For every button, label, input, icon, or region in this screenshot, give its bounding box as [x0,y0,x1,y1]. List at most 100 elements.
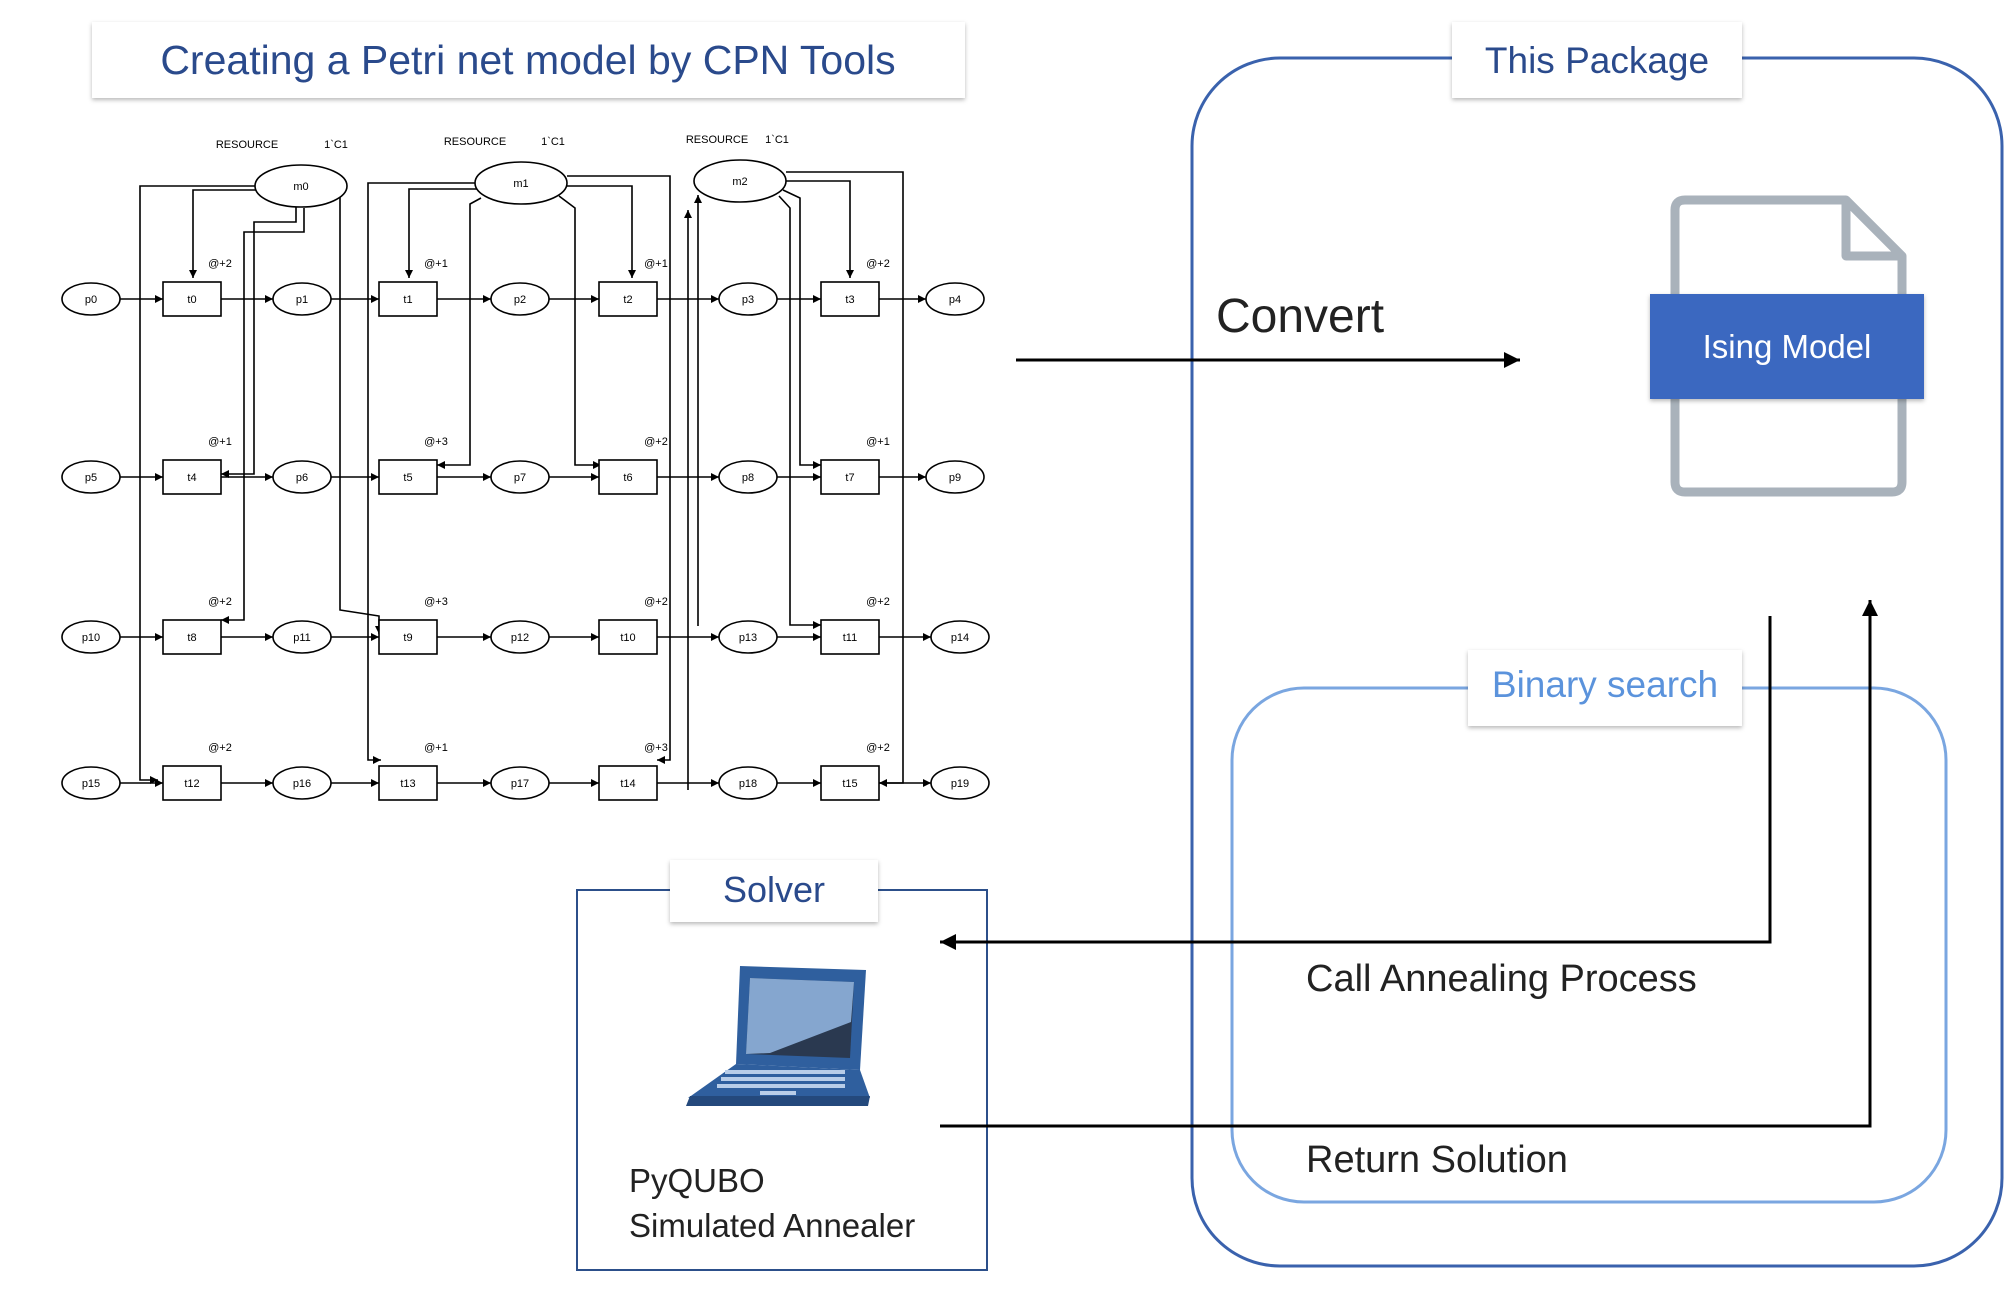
delay-label: @+2 [866,258,890,270]
place-p15 [61,766,121,800]
transition-label: t8 [187,632,196,644]
delay-label: @+3 [424,436,448,448]
resource-arc [786,171,904,787]
place-p3 [718,282,778,316]
resource-arc [567,175,671,764]
resource-place-label: m0 [293,181,308,193]
document-icon [1670,195,1907,497]
transition-label: t14 [620,778,635,790]
place-label: p13 [739,632,757,644]
place-label: p1 [296,294,308,306]
resource-place-m0 [254,164,348,208]
token-label: 1`C1 [324,139,348,151]
delay-label: @+2 [866,596,890,608]
place-label: p19 [951,778,969,790]
place-p0 [61,282,121,316]
place-label: p8 [742,472,754,484]
return-solution-arrow [940,600,1878,1128]
place-p2 [490,282,550,316]
call-annealing-label: Call Annealing Process [1306,958,1697,1000]
transition-label: t5 [403,472,412,484]
delay-label: @+1 [866,436,890,448]
place-p19 [930,766,990,800]
place-p8 [718,460,778,494]
transition-t14 [598,765,658,801]
place-label: p17 [511,778,529,790]
place-label: p11 [293,632,311,644]
transition-label: t9 [403,632,412,644]
resource-arc [558,195,601,469]
delay-label: @+2 [866,742,890,754]
transition-t11 [820,619,880,655]
resource-arc [782,189,821,469]
transition-t4 [162,459,222,495]
token-label: 1`C1 [541,136,565,148]
transition-label: t0 [187,294,196,306]
resource-place-m1 [474,161,568,205]
resource-arc [405,188,478,278]
laptop-icon [686,966,870,1106]
transition-label: t11 [843,632,857,644]
resource-place-m2 [693,159,787,203]
transition-label: t7 [845,472,854,484]
place-p12 [490,620,550,654]
delay-label: @+3 [644,742,668,754]
resource-label: RESOURCE [444,136,506,148]
place-label: p14 [951,632,969,644]
resource-arc [778,195,821,629]
resource-arc [567,185,636,278]
return-solution-label: Return Solution [1306,1139,1568,1181]
transition-label: t4 [187,472,196,484]
ising-model-label: Ising Model [1703,328,1872,365]
resource-label: RESOURCE [686,134,748,146]
transition-label: t12 [184,778,199,790]
resource-arc [785,180,854,278]
place-p6 [272,460,332,494]
delay-label: @+3 [424,596,448,608]
resource-arc [139,185,256,784]
transition-t12 [162,765,222,801]
place-label: p7 [514,472,526,484]
transition-label: t10 [620,632,635,644]
transition-t9 [378,619,438,655]
transition-t3 [820,281,880,317]
delay-label: @+1 [208,436,232,448]
resource-label: RESOURCE [216,139,278,151]
transition-t13 [378,765,438,801]
petri-title: Creating a Petri net model by CPN Tools [160,37,895,83]
place-label: p6 [296,472,308,484]
resource-arc [189,189,258,278]
place-label: p0 [85,294,97,306]
place-label: p4 [949,294,961,306]
solver-label-line2: Simulated Annealer [629,1207,915,1244]
ising-model-box: Ising Model [1650,294,1924,399]
place-label: p5 [85,472,97,484]
resource-arc [367,182,475,764]
transition-t10 [598,619,658,655]
place-label: p10 [82,632,100,644]
resource-arc [221,208,305,624]
petri-title-box: Creating a Petri net model by CPN Tools [92,22,965,98]
transition-label: t3 [845,294,854,306]
package-title: This Package [1485,40,1709,81]
transition-t15 [820,765,880,801]
resource-place-label: m1 [513,178,528,190]
call-annealing-arrow [940,616,1772,950]
resource-place-label: m2 [732,176,747,188]
transition-t6 [598,459,658,495]
place-p5 [61,460,121,494]
place-label: p16 [293,778,311,790]
transition-label: t1 [403,294,412,306]
delay-label: @+2 [208,742,232,754]
convert-label: Convert [1216,290,1384,343]
place-p14 [930,620,990,654]
place-p7 [490,460,550,494]
delay-label: @+1 [424,742,448,754]
delay-label: @+1 [644,258,668,270]
transition-t5 [378,459,438,495]
place-label: p12 [511,632,529,644]
solver-title: Solver [723,869,825,910]
delay-label: @+2 [208,596,232,608]
solver-title-box: Solver [670,860,878,922]
